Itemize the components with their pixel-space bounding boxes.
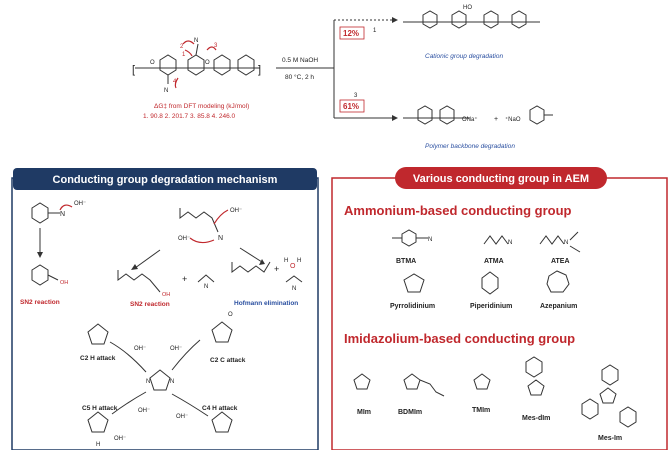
sn2-label-b: SN2 reaction — [130, 301, 170, 308]
c4h-attack: C4 H attack — [202, 405, 238, 412]
site-label-4: 4 — [173, 79, 177, 85]
svg-text:]: ] — [258, 64, 261, 76]
svg-text:N: N — [204, 284, 208, 290]
svg-text:OH⁻: OH⁻ — [134, 346, 146, 352]
path3-result: Polymer backbone degradation — [425, 143, 515, 150]
svg-text:[: [ — [132, 64, 135, 76]
product3-nao: ⁺NaO — [505, 116, 521, 123]
ammonium-BTMA: BTMA — [396, 258, 416, 265]
reaction-scheme: [ ] O O N N 2 1 3 4 ΔG‡ from DFT modelin… — [132, 5, 553, 150]
svg-text:OH⁻: OH⁻ — [178, 236, 190, 242]
site-label-3: 3 — [214, 43, 218, 49]
ammonium-pyrrolidinium: Pyrrolidinium — [390, 303, 435, 310]
svg-text:O: O — [150, 60, 155, 66]
svg-text:N: N — [508, 240, 512, 246]
product3-ona: ONa⁺ — [462, 116, 478, 123]
right-panel-border — [331, 177, 668, 450]
imidazolium-center — [149, 369, 171, 391]
svg-text:OH: OH — [60, 280, 68, 286]
path1-number: 1 — [373, 28, 377, 34]
svg-text:H: H — [297, 258, 301, 264]
svg-text:N: N — [292, 286, 296, 292]
svg-text:H: H — [284, 258, 288, 264]
svg-text:H: H — [96, 442, 100, 448]
path3-number: 3 — [354, 93, 358, 99]
reagent-top: 0.5 M NaOH — [282, 57, 318, 64]
dft-values: 1. 90.8 2. 201.7 3. 85.8 4. 246.0 — [143, 113, 236, 120]
imidazolium-Mes-Im: Mes-Im — [598, 435, 622, 442]
svg-text:N: N — [146, 379, 150, 385]
ammonium-ATMA: ATMA — [484, 258, 504, 265]
imidazolium-BDMIm: BDMIm — [398, 409, 422, 416]
svg-text:O: O — [290, 263, 296, 270]
path1-result: Cationic group degradation — [425, 53, 503, 60]
svg-text:OH: OH — [162, 292, 170, 298]
svg-text:OH⁻: OH⁻ — [138, 408, 150, 414]
svg-text:OH⁻: OH⁻ — [74, 201, 86, 207]
imidazolium-heading: Imidazolium-based conducting group — [344, 331, 575, 346]
dft-label: ΔG‡ from DFT modeling (kJ/mol) — [154, 103, 249, 110]
path1-percent: 12% — [343, 29, 359, 38]
svg-text:N: N — [564, 240, 568, 246]
svg-text:OH⁻: OH⁻ — [114, 436, 126, 442]
svg-text:OH⁻: OH⁻ — [170, 346, 182, 352]
imidazolium-MIm: MIm — [357, 409, 371, 416]
right-panel-title: Various conducting group in AEM — [413, 173, 589, 185]
svg-text:OH⁻: OH⁻ — [230, 208, 242, 214]
svg-text:N: N — [60, 211, 65, 218]
right-panel-title-bar — [395, 167, 607, 189]
c5h-attack: C5 H attack — [82, 405, 118, 412]
svg-text:+: + — [494, 116, 498, 123]
left-panel-title: Conducting group degradation mechanism — [53, 174, 278, 186]
ammonium-piperidinium: Piperidinium — [470, 303, 512, 310]
site-label-1: 1 — [182, 52, 186, 58]
svg-text:N: N — [194, 38, 198, 44]
imidazolium-TMIm: TMIm — [472, 407, 490, 414]
left-panel: Conducting group degradation mechanism N… — [11, 168, 319, 450]
svg-text:N: N — [170, 379, 174, 385]
svg-text:O: O — [228, 312, 233, 318]
left-panel-border — [11, 177, 319, 450]
reagent-bottom: 80 °C, 2 h — [285, 73, 314, 81]
right-panel: Various conducting group in AEM Ammonium… — [331, 167, 668, 450]
svg-text:O: O — [205, 60, 210, 66]
ammonium-azepanium: Azepanium — [540, 303, 577, 310]
path3-percent: 61% — [343, 102, 359, 111]
svg-text:+: + — [274, 264, 279, 274]
product1-ho: HO — [463, 5, 472, 11]
svg-text:OH⁻: OH⁻ — [176, 414, 188, 420]
svg-text:N: N — [164, 88, 168, 94]
hofmann-label: Hofmann elimination — [234, 300, 298, 307]
svg-text:N: N — [428, 237, 432, 243]
site-label-2: 2 — [180, 44, 184, 50]
left-panel-title-bar — [13, 168, 317, 190]
ammonium-heading: Ammonium-based conducting group — [344, 203, 572, 218]
sn2-label-a: SN2 reaction — [20, 299, 60, 306]
c2h-attack: C2 H attack — [80, 355, 116, 362]
svg-text:+: + — [182, 274, 187, 284]
c2c-attack: C2 C attack — [210, 357, 246, 364]
imidazolium-Mes-dIm: Mes-dIm — [522, 415, 550, 422]
svg-text:N: N — [218, 235, 223, 242]
ammonium-ATEA: ATEA — [551, 258, 570, 265]
